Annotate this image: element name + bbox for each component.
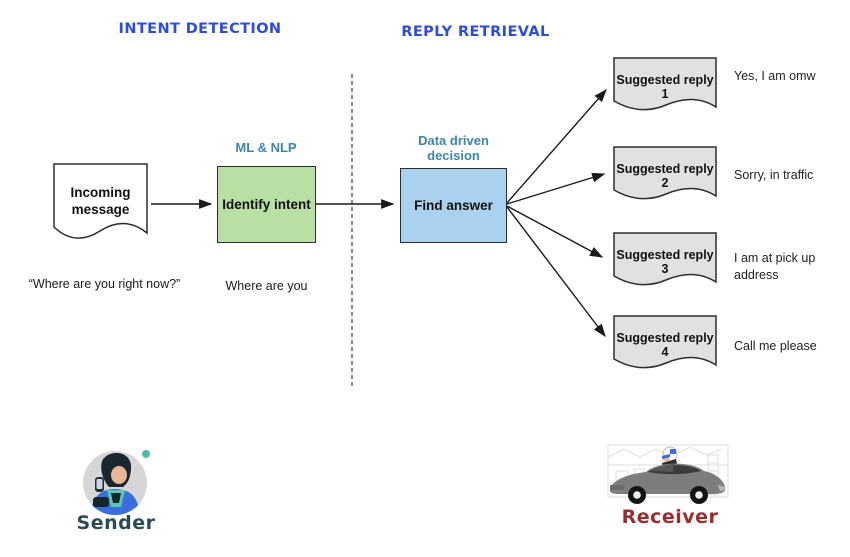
sender-person-icon bbox=[83, 450, 150, 515]
incoming-message-node: Incoming message bbox=[53, 163, 148, 253]
data-driven-annotation: Data driven decision bbox=[418, 133, 489, 163]
suggested-reply-4-label: Suggested reply 4 bbox=[616, 331, 714, 359]
identify-intent-label: Identify intent bbox=[222, 197, 311, 212]
reply-3-text: I am at pick up address bbox=[734, 251, 816, 282]
suggested-reply-3-label: Suggested reply 3 bbox=[616, 248, 714, 276]
identify-intent-node: Identify intent bbox=[217, 166, 316, 243]
suggested-reply-1-node: Suggested reply 1 bbox=[613, 57, 717, 119]
incoming-message-example: “Where are you right now?” bbox=[28, 277, 181, 291]
reply-2-text: Sorry, in traffic bbox=[734, 168, 814, 182]
suggested-reply-4-node: Suggested reply 4 bbox=[613, 315, 717, 377]
document-shape bbox=[53, 163, 148, 239]
reply-1-text: Yes, I am omw bbox=[734, 69, 816, 83]
receiver-car-icon bbox=[607, 444, 729, 504]
identify-intent-example: Where are you bbox=[225, 279, 308, 293]
sender-label: Sender bbox=[76, 512, 156, 534]
suggested-reply-2-node: Suggested reply 2 bbox=[613, 146, 717, 208]
find-answer-label: Find answer bbox=[414, 198, 493, 213]
receiver-label: Receiver bbox=[621, 506, 719, 528]
suggested-reply-2-label: Suggested reply 2 bbox=[616, 162, 714, 190]
section-title-reply-retrieval: REPLY RETRIEVAL bbox=[401, 24, 550, 40]
suggested-reply-3-node: Suggested reply 3 bbox=[613, 232, 717, 294]
find-answer-node: Find answer bbox=[400, 168, 507, 243]
suggested-reply-1-label: Suggested reply 1 bbox=[616, 73, 714, 101]
incoming-message-label: Incoming message bbox=[70, 185, 131, 217]
section-title-intent-detection: INTENT DETECTION bbox=[118, 21, 282, 37]
ml-nlp-annotation: ML & NLP bbox=[235, 140, 297, 155]
reply-4-text: Call me please bbox=[734, 339, 817, 353]
